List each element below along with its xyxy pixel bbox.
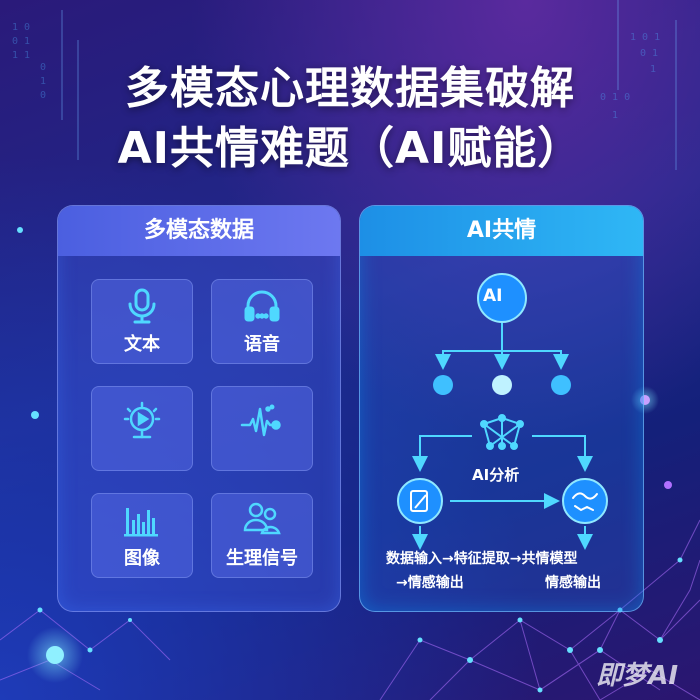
svg-text:1: 1	[650, 64, 656, 75]
tile-physiological[interactable]: 生理信号	[211, 493, 313, 578]
watermark-logo: 即梦AI	[596, 661, 678, 691]
document-edit-icon	[410, 490, 428, 512]
tile-image[interactable]: 图像	[91, 493, 193, 578]
tile-physiological-label: 生理信号	[226, 548, 298, 569]
flow-line1: 数据输入→特征提取→共情模型	[386, 551, 578, 567]
feature-node-center	[492, 375, 512, 395]
tile-speech[interactable]: 语音	[211, 279, 313, 364]
multimodal-data-heading: 多模态数据	[58, 206, 340, 256]
svg-text:0 1 0: 0 1 0	[600, 92, 630, 103]
tile-image-label: 图像	[124, 548, 160, 569]
tile-speech-label: 语音	[244, 334, 280, 355]
waveform-icon	[240, 404, 281, 437]
ai-flow-diagram	[397, 273, 608, 550]
page-title-line1: 多模态心理数据集破解	[125, 63, 575, 114]
ai-empathy-heading: AI共情	[360, 206, 643, 256]
feature-node-right	[551, 375, 571, 395]
ai-empathy-panel: AI共情	[359, 205, 644, 612]
tile-video[interactable]	[91, 386, 193, 471]
page-title-line2: AI共情难题（AI赋能）	[117, 123, 583, 174]
people-icon	[243, 502, 281, 535]
svg-text:0: 0	[40, 90, 46, 101]
svg-text:1: 1	[40, 76, 46, 87]
multimodal-data-panel: 多模态数据 文本 语音	[57, 205, 341, 612]
empathy-model-node	[562, 478, 608, 524]
svg-text:0: 0	[40, 62, 46, 73]
video-play-icon	[123, 401, 161, 439]
headphones-icon	[244, 290, 280, 322]
flow-line2-right: 情感输出	[545, 575, 601, 591]
svg-text:1 0: 1 0	[12, 22, 30, 33]
handshake-icon	[572, 492, 598, 512]
svg-text:1 1: 1 1	[12, 50, 30, 61]
tile-text[interactable]: 文本	[91, 279, 193, 364]
ai-analysis-label: AI分析	[472, 466, 520, 484]
neural-network-icon	[480, 414, 524, 450]
ai-top-node	[477, 273, 527, 323]
feature-node-left	[433, 375, 453, 395]
microphone-icon	[128, 288, 156, 324]
svg-text:0 1: 0 1	[12, 36, 30, 47]
svg-text:1 0 1: 1 0 1	[630, 32, 660, 43]
flow-line2-left: →情感输出	[396, 575, 464, 591]
tile-waveform[interactable]	[211, 386, 313, 471]
bar-chart-icon	[124, 508, 158, 537]
tile-text-label: 文本	[124, 334, 160, 355]
ai-top-node-label: AI	[483, 286, 503, 306]
svg-text:0 1: 0 1	[640, 48, 658, 59]
svg-text:1: 1	[612, 110, 618, 121]
